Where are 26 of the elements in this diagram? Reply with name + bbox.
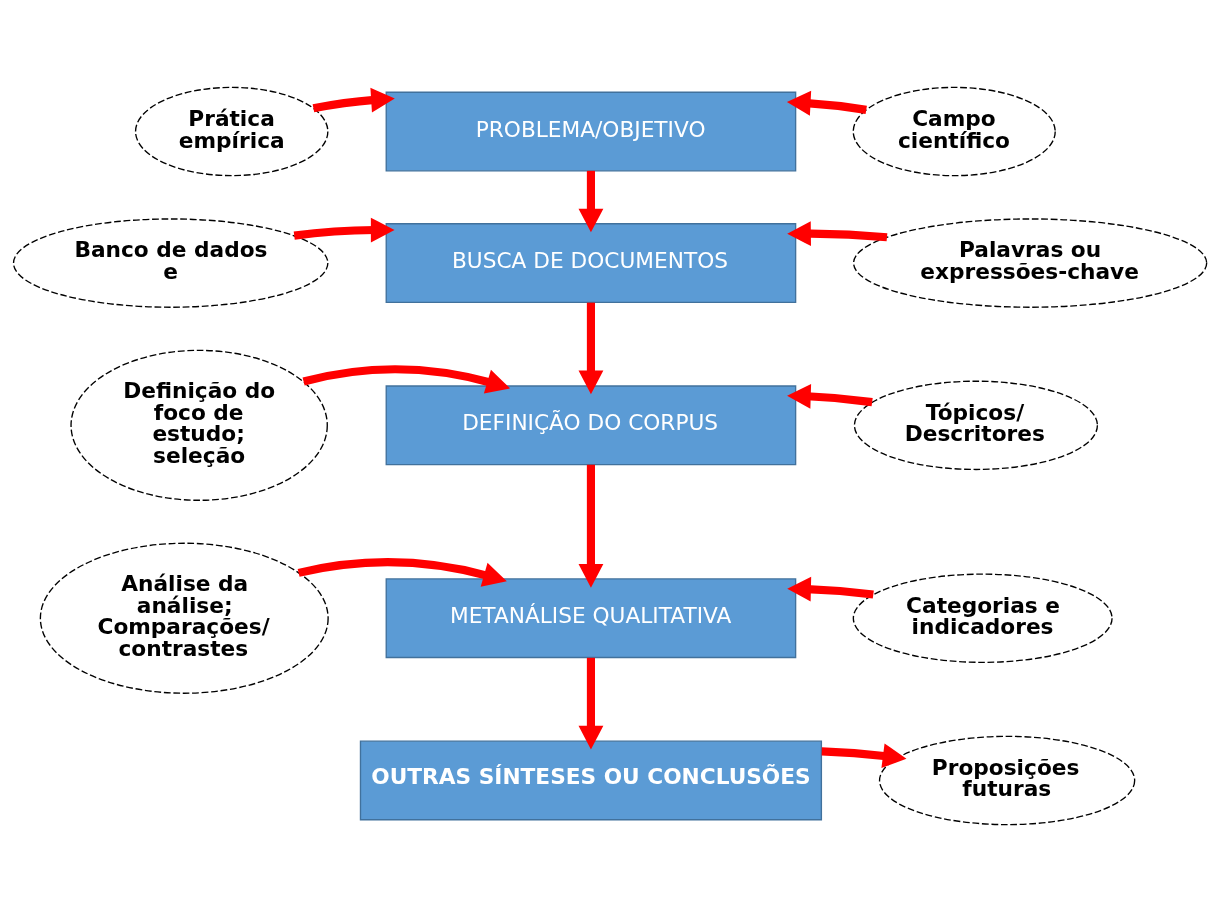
arrow (787, 220, 888, 246)
arrow (578, 657, 604, 749)
arrow (786, 90, 867, 116)
node-ellipse: Definição do foco de estudo; seleção (70, 349, 328, 501)
arrow (302, 364, 511, 394)
node-ellipse: Tópicos/ Descritores (853, 380, 1099, 470)
node-ellipse: Palavras ou expressões-chave (852, 217, 1208, 308)
node-ellipse: Categorias e indicadores (852, 572, 1113, 663)
node-ellipse: Banco de dados e (12, 217, 329, 308)
arrow (312, 87, 395, 112)
node-box: BUSCA DE DOCUMENTOS (385, 222, 797, 303)
arrow (787, 576, 874, 602)
arrow (578, 170, 604, 232)
node-ellipse: Campo científico (852, 86, 1056, 176)
node-box: OUTRAS SÍNTESES OU CONCLUSÕES (359, 740, 823, 820)
arrow (787, 383, 873, 409)
arrow (578, 464, 604, 588)
arrow (297, 557, 507, 587)
node-box: METANÁLISE QUALITATIVA (385, 577, 797, 658)
node-box: DEFINIÇÃO DO CORPUS (385, 384, 797, 465)
node-box: PROBLEMA/OBJETIVO (385, 91, 797, 171)
arrow (293, 217, 395, 242)
node-ellipse: Prática empírica (134, 86, 329, 176)
node-ellipse: Análise da análise; Comparações/ contrastes (39, 542, 329, 694)
arrow (821, 742, 907, 768)
arrow (578, 302, 604, 394)
